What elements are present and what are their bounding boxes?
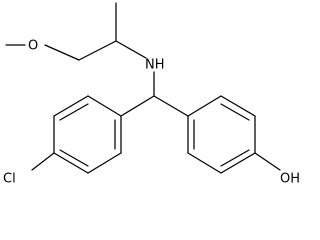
chlorine-label: Cl bbox=[3, 172, 16, 187]
hydroxyphenyl-ring bbox=[187, 95, 256, 174]
hydroxyl-label: OH bbox=[280, 172, 300, 187]
oxygen-label: O bbox=[28, 39, 38, 54]
bond-methine-left-ring bbox=[120, 95, 155, 117]
bond-oxygen-ch2 bbox=[44, 44, 80, 61]
nitrogen-label: NH bbox=[145, 58, 165, 73]
bond-methine-right-ring bbox=[153, 95, 189, 117]
bond-ring-hydroxyl bbox=[254, 152, 281, 171]
bond-ch-nitrogen bbox=[115, 40, 147, 59]
molecule-structure-diagram: O NH Cl OH bbox=[3, 2, 300, 187]
chlorophenyl-ring bbox=[53, 95, 122, 174]
bond-ch2-ch bbox=[78, 40, 117, 61]
bond-ring-chlorine bbox=[31, 152, 55, 171]
